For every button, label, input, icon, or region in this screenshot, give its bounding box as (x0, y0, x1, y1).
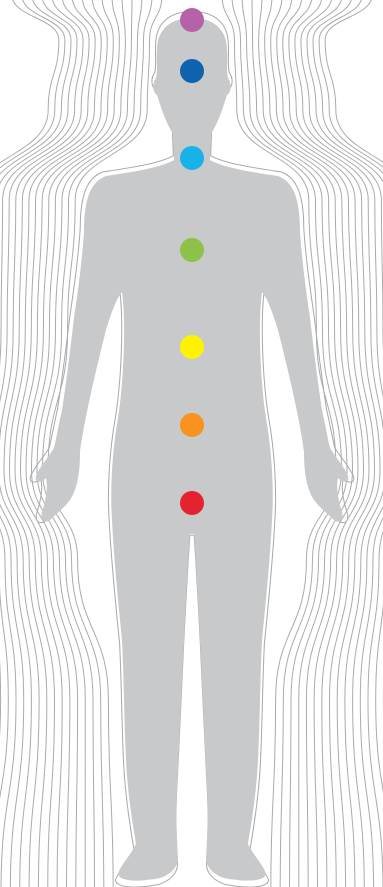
chakra-dot-third-eye (180, 59, 204, 83)
chakra-dot-crown (180, 8, 204, 32)
chakra-dot-solar-plexus (180, 335, 204, 359)
chakra-dot-throat (180, 146, 204, 170)
chakra-dot-root (180, 491, 204, 515)
chakra-dot-sacral (180, 413, 204, 437)
chakra-dot-heart (180, 238, 204, 262)
